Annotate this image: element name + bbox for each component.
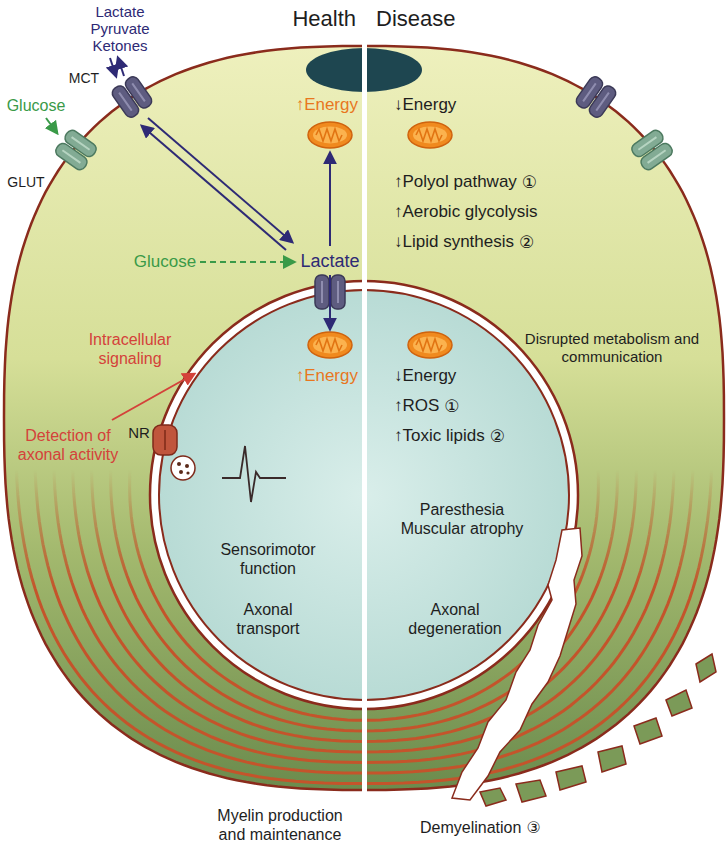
flow-arrows [112,374,194,420]
flow-arrows [118,58,124,76]
metabolite-label: Lactate [300,250,359,272]
flow-arrows [329,275,331,329]
synaptic-vesicle [177,462,181,466]
neurotransmitter-receptor [164,430,166,450]
synaptic-vesicle [171,456,195,480]
myelin-fragments [516,780,546,802]
schwann-cell: ↑EnergySensorimotor functionAxonal trans… [4,46,724,790]
pathway-label: ↑ROS [394,396,439,416]
metabolite-label: Lactate Pyruvate Ketones [80,3,160,54]
synaptic-vesicle [186,471,189,474]
energy-label: ↓Energy [394,366,456,386]
synaptic-vesicle [171,456,195,480]
flow-arrows [329,153,331,246]
neurotransmitter-receptor [153,425,177,455]
neurotransmitter-receptor [153,425,177,455]
metabolite-label: Glucose [134,252,196,272]
myelin-fragments [696,654,716,682]
mitochondrion [308,122,352,148]
mct-transporter [110,74,154,119]
myelin-crack [452,528,582,800]
mitochondrion [408,122,452,148]
signaling-label: Detection of axonal activity [6,426,130,464]
callout-number: ② [519,232,534,252]
flow-arrows [46,118,57,133]
myelin-fragments [598,746,626,772]
transporter-label: GLUT [7,174,44,191]
callout-number: ① [522,172,537,192]
callout-number: ③ [526,818,540,837]
metabolite-label: Glucose [7,96,66,115]
myelin-fragments [480,788,506,806]
health-disease-divider [362,40,367,810]
symptom-label: Axonal degeneration [395,600,515,638]
symptom-label: Demyelination [420,818,521,837]
panel-heading: Health [292,6,356,32]
mitochondrion [308,332,352,358]
panel-heading: Disease [376,6,455,32]
symptom-label: Paresthesia Muscular atrophy [392,500,532,538]
glut-transporter [629,128,674,172]
flow-arrows [148,118,292,242]
callout-number: ② [490,426,505,446]
axon: ↑EnergySensorimotor functionAxonal trans… [150,281,578,709]
synaptic-vesicle [179,470,183,474]
function-label: Myelin production and maintenance [205,806,355,844]
flow-arrows [142,126,286,250]
pathway-label: ↑Aerobic glycolysis [394,202,538,222]
receptor-label: NR [128,424,150,442]
flow-arrows [46,58,330,420]
signaling-label: Intracellular signaling [70,330,190,368]
function-label: Axonal transport [213,600,323,638]
callout-number: ① [444,396,459,416]
myelin-fragments [666,690,692,716]
function-label: Sensorimotor function [208,540,328,578]
flow-arrows [110,58,116,76]
myelin-fragments [556,766,586,790]
myelin-fragments [480,654,716,806]
transporter-label: MCT [69,70,99,87]
disease-note: Disrupted metabolism and communication [510,330,715,366]
flow-arrows [200,261,294,263]
glut-transporter [53,128,98,172]
mct-transporter [574,74,618,119]
action-potential-trace [222,446,286,502]
energy-label: ↑Energy [296,366,358,386]
pathway-label: ↑Polyol pathway [394,172,517,192]
energy-label: ↑Energy [296,95,358,115]
pathway-label: ↑Toxic lipids [394,426,485,446]
synaptic-vesicle [185,464,189,468]
pathway-label: ↓Lipid synthesis [394,232,514,252]
energy-label: ↓Energy [394,95,456,115]
myelin-fragments [634,718,662,744]
mitochondrion [408,332,452,358]
